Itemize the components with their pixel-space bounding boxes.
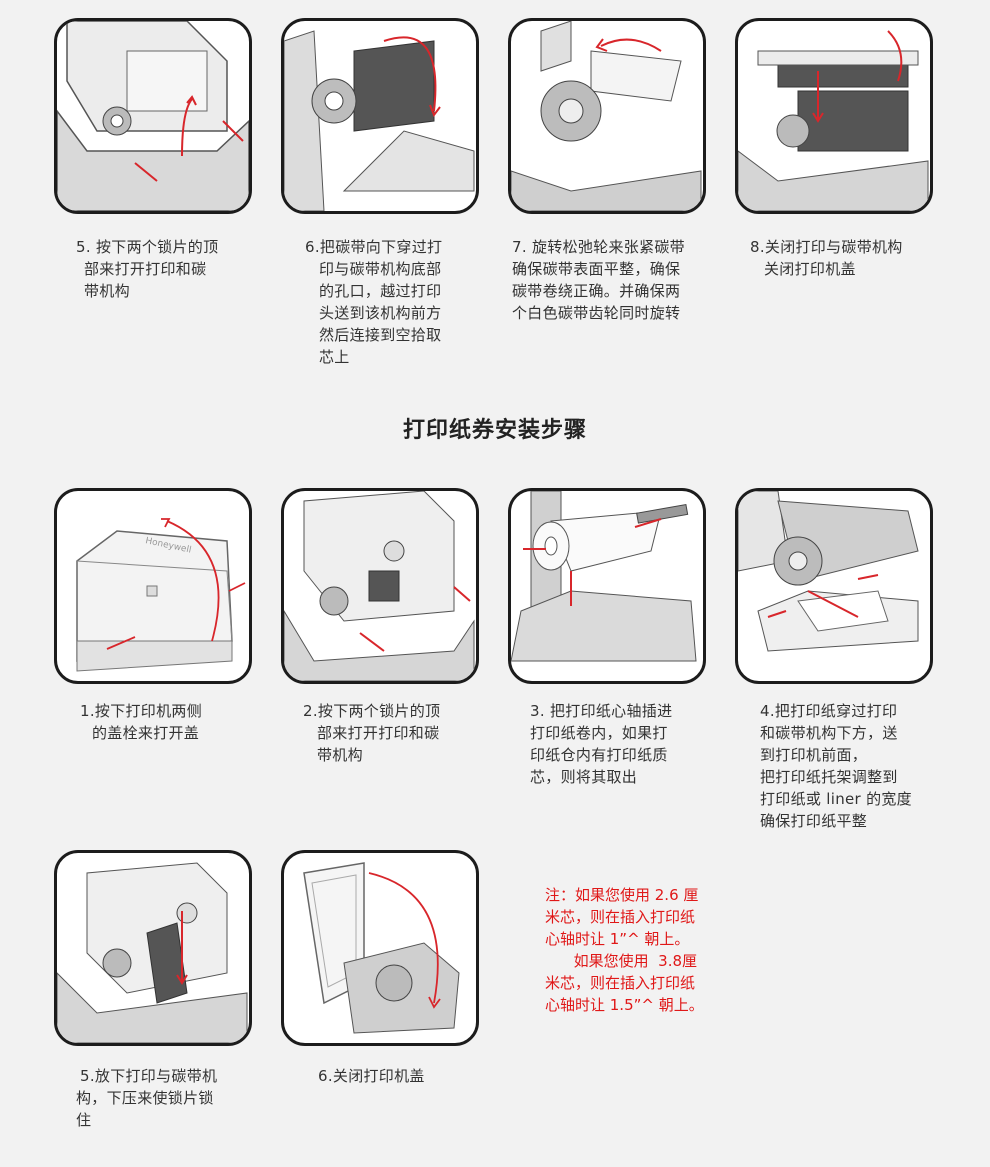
caption-line: 打印纸卷内，如果打 [530,724,668,742]
paper-step-3-illustration [508,488,706,684]
caption-line: 5. 按下两个锁片的顶 [76,238,219,256]
core-size-note: 注：如果您使用 2.6 厘 米芯，则在插入打印纸 心轴时让 1”^ 朝上。 如果… [545,884,704,1016]
caption-line: 部来打开打印和碳 [84,260,207,278]
caption-line: 带机构 [317,746,363,764]
caption-line: 的盖栓来打开盖 [92,724,200,742]
caption-line: 头送到该机构前方 [319,304,442,322]
ribbon-step-6-caption: 6.把碳带向下穿过打 印与碳带机构底部 的孔口，越过打印 头送到该机构前方 然后… [305,236,442,368]
paper-step-6-caption: 6.关闭打印机盖 [318,1065,425,1087]
paper-step-1-illustration: Honeywell [54,488,252,684]
paper-step-1-caption: 1.按下打印机两侧 的盖栓来打开盖 [80,700,202,744]
caption-line: 3. 把打印纸心轴插进 [530,702,673,720]
caption-line: 7. 旋转松弛轮来张紧碳带 [512,238,685,256]
caption-line: 芯上 [319,348,350,366]
paper-step-4-caption: 4.把打印纸穿过打印 和碳带机构下方，送 到打印机前面， 把打印纸托架调整到 打… [760,700,912,832]
caption-line: 4.把打印纸穿过打印 [760,702,898,720]
caption-line: 5.放下打印与碳带机 [80,1067,218,1085]
note-line: 心轴时让 1”^ 朝上。 [545,930,690,948]
note-line: 如果您使用 3.8厘 [545,952,698,970]
ribbon-step-7-caption: 7. 旋转松弛轮来张紧碳带 确保碳带表面平整，确保 碳带卷绕正确。并确保两 个白… [512,236,685,324]
paper-step-6-illustration [281,850,479,1046]
caption-line: 打印纸或 liner 的宽度 [760,790,912,808]
note-line: 注：如果您使用 2.6 厘 [545,886,699,904]
paper-step-2-caption: 2.按下两个锁片的顶 部来打开打印和碳 带机构 [303,700,440,766]
paper-step-5-caption: 5.放下打印与碳带机 构，下压来使锁片锁 住 [76,1065,217,1131]
caption-line: 6.关闭打印机盖 [318,1067,425,1085]
note-line: 米芯，则在插入打印纸 [545,908,696,926]
caption-line: 碳带卷绕正确。并确保两 [512,282,681,300]
caption-line: 确保碳带表面平整，确保 [512,260,681,278]
caption-line: 关闭打印机盖 [764,260,856,278]
caption-line: 部来打开打印和碳 [317,724,440,742]
ribbon-step-8-caption: 8.关闭打印与碳带机构 关闭打印机盖 [750,236,903,280]
ribbon-step-7-illustration [508,18,706,214]
paper-step-3-caption: 3. 把打印纸心轴插进 打印纸卷内，如果打 印纸仓内有打印纸质 芯，则将其取出 [530,700,672,788]
section-title: 打印纸券安装步骤 [402,418,587,443]
caption-line: 带机构 [84,282,130,300]
caption-line: 住 [76,1111,92,1129]
paper-step-4-illustration [735,488,933,684]
caption-line: 确保打印纸平整 [760,812,868,830]
caption-line: 1.按下打印机两侧 [80,702,203,720]
caption-line: 把打印纸托架调整到 [760,768,898,786]
ribbon-step-6-illustration [281,18,479,214]
caption-line: 构，下压来使锁片锁 [76,1089,214,1107]
ribbon-step-5-illustration [54,18,252,214]
note-line: 心轴时让 1.5”^ 朝上。 [545,996,704,1014]
caption-line: 印纸仓内有打印纸质 [530,746,668,764]
caption-line: 和碳带机构下方，送 [760,724,898,742]
caption-line: 个白色碳带齿轮同时旋转 [512,304,681,322]
caption-line: 的孔口，越过打印 [319,282,442,300]
ribbon-step-5-caption: 5. 按下两个锁片的顶 部来打开打印和碳 带机构 [76,236,218,302]
caption-line: 到打印机前面， [760,746,868,764]
paper-step-5-illustration [54,850,252,1046]
caption-line: 印与碳带机构底部 [319,260,442,278]
note-line: 米芯，则在插入打印纸 [545,974,696,992]
ribbon-step-8-illustration [735,18,933,214]
caption-line: 6.把碳带向下穿过打 [305,238,443,256]
paper-step-2-illustration [281,488,479,684]
caption-line: 芯，则将其取出 [530,768,638,786]
caption-line: 8.关闭打印与碳带机构 [750,238,903,256]
caption-line: 然后连接到空拾取 [319,326,442,344]
caption-line: 2.按下两个锁片的顶 [303,702,441,720]
